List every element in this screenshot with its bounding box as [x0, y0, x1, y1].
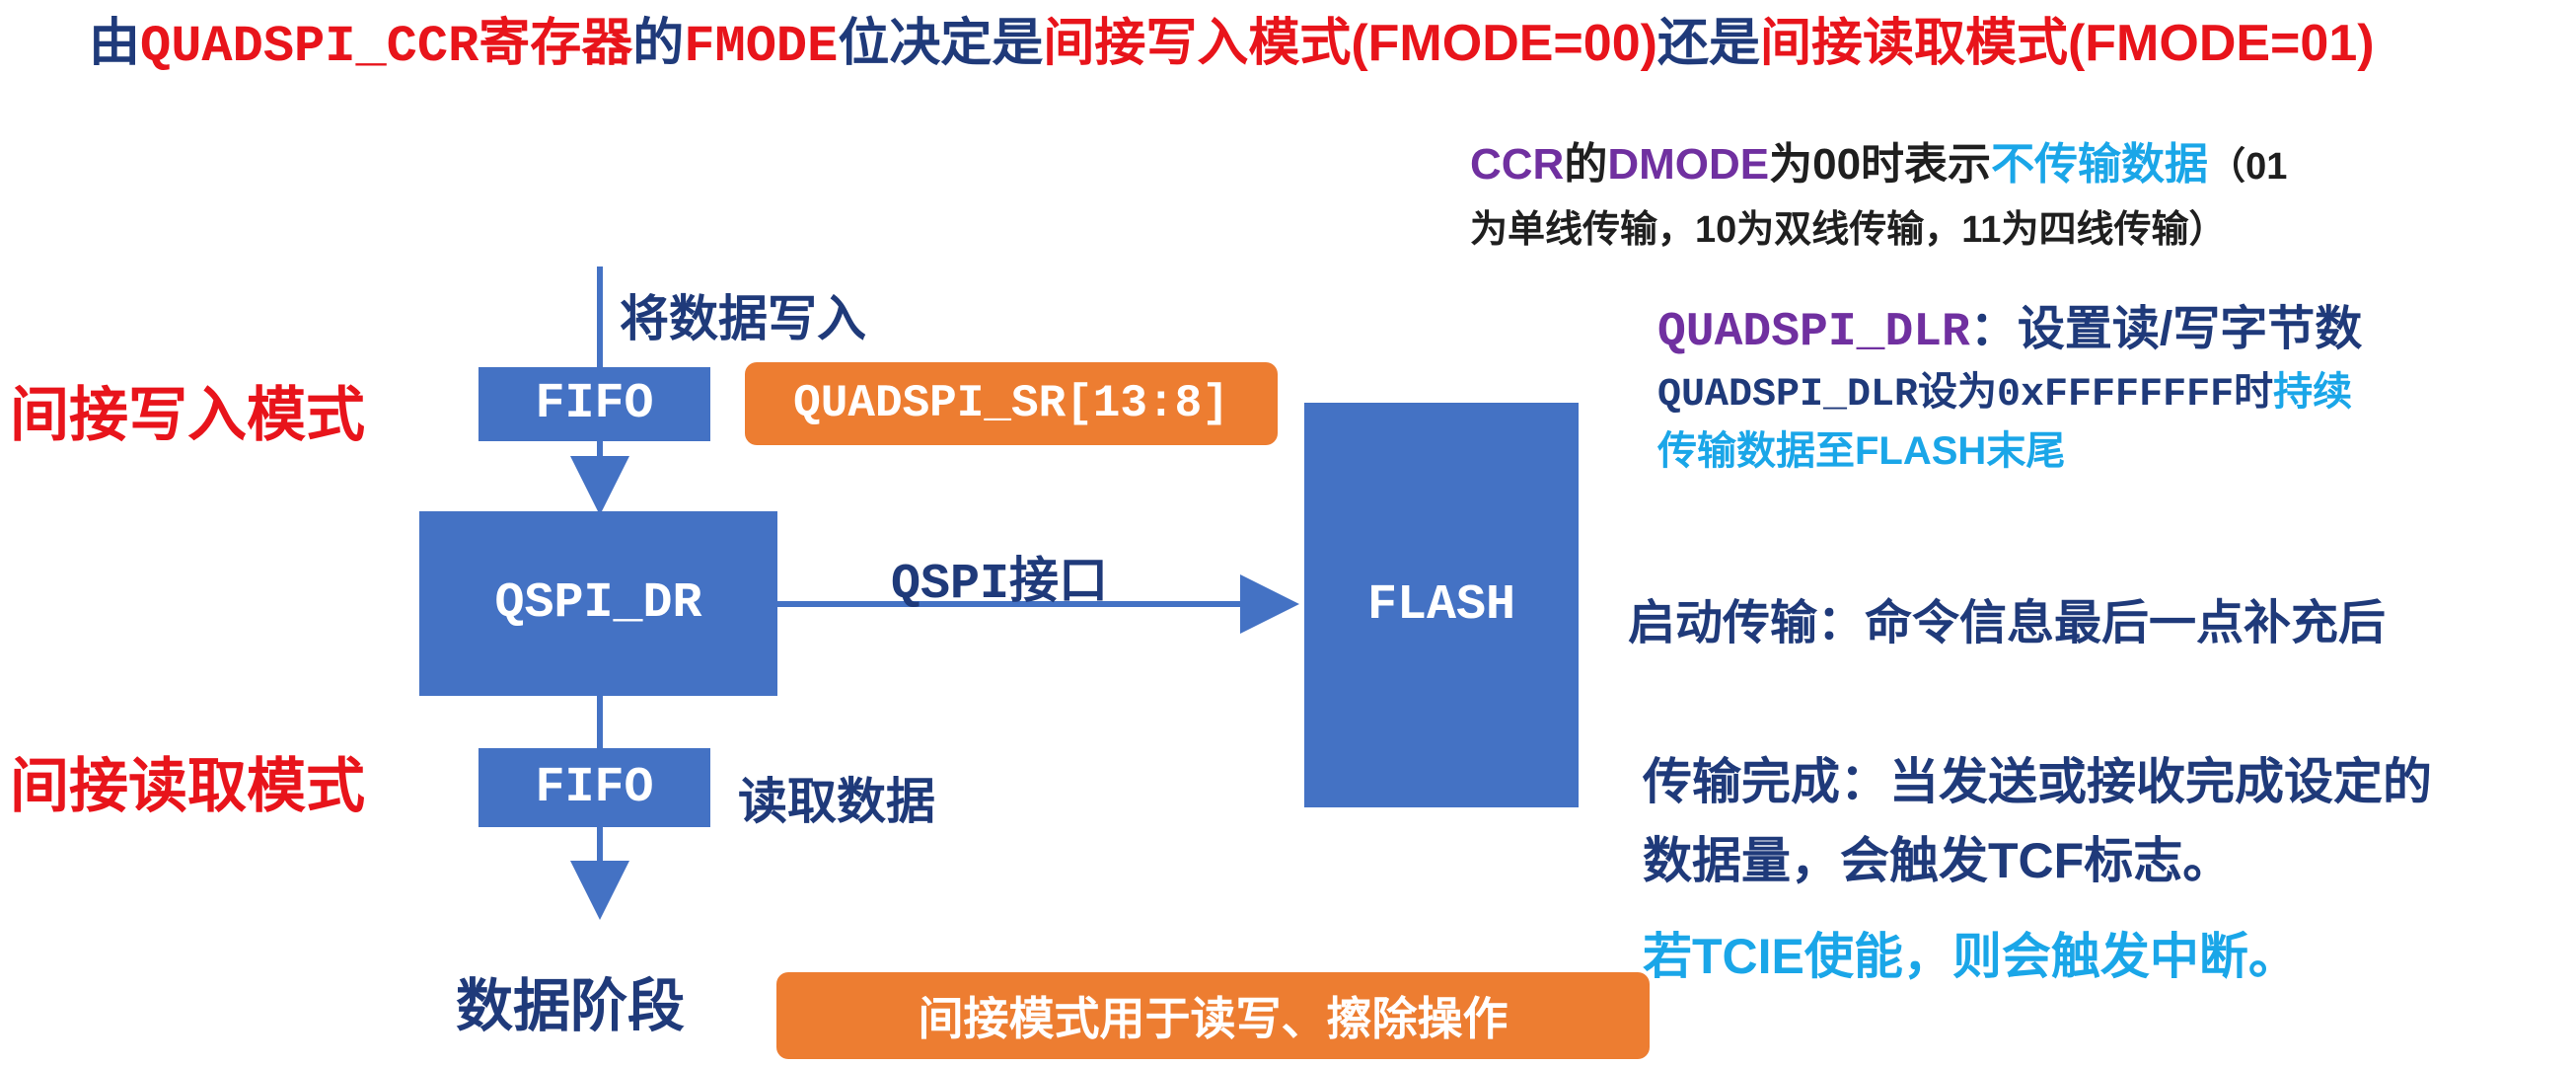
read-data-label: 读取数据 — [738, 774, 935, 829]
start-transfer-note: 启动传输：命令信息最后一点补充后 — [1628, 597, 2387, 649]
tcie-note: 若TCIE使能，则会触发中断。 — [1643, 929, 2298, 984]
data-register-box: QSPI_DR — [419, 511, 777, 696]
dmode-line2: 为单线传输，10为双线传输，11为四线传输） — [1470, 209, 2227, 251]
dmode-text: 的 — [1564, 140, 1608, 189]
dlr-note: QUADSPI_DLR：设置读/写字节数 QUADSPI_DLR设为0xFFFF… — [1657, 298, 2362, 479]
write-mode-label: 间接写入模式 — [10, 382, 365, 448]
dlr-continuous: 持续 — [2273, 370, 2353, 414]
complete-line2: 数据量，会触发TCF标志。 — [1643, 833, 2233, 888]
title-write-mode: 间接写入模式(FMODE=00) — [1043, 15, 1657, 72]
dmode-no-transfer: 不传输数据 — [1991, 140, 2209, 189]
title-read-mode: 间接读取模式(FMODE=01) — [1759, 15, 2375, 72]
dmode-field: DMODE — [1607, 140, 1770, 189]
title-fmode: FMODE — [684, 18, 839, 76]
title-part: 还是 — [1656, 15, 1760, 72]
dlr-line3: 传输数据至FLASH末尾 — [1657, 429, 2066, 473]
dmode-note: CCR的DMODE为00时表示不传输数据（01 为单线传输，10为双线传输，11… — [1470, 133, 2287, 262]
dlr-desc: ：设置读/写字节数 — [1969, 303, 2363, 355]
page-title: 由QUADSPI_CCR寄存器的FMODE位决定是间接写入模式(FMODE=00… — [89, 8, 2375, 83]
dmode-ccr: CCR — [1470, 140, 1565, 189]
title-part: 由 — [89, 15, 141, 72]
title-register: QUADSPI_CCR寄存器 — [140, 18, 633, 76]
fifo-read-box: FIFO — [478, 748, 710, 827]
transfer-complete-note: 传输完成：当发送或接收完成设定的 数据量，会触发TCF标志。 — [1643, 742, 2432, 900]
status-register-box: QUADSPI_SR[13:8] — [745, 362, 1278, 445]
flash-box: FLASH — [1304, 403, 1579, 807]
title-part: 的 — [632, 15, 685, 72]
fifo-write-box: FIFO — [478, 367, 710, 441]
data-phase-label: 数据阶段 — [456, 974, 686, 1038]
qspi-interface-label: QSPI接口 — [891, 557, 1109, 613]
complete-line1: 传输完成：当发送或接收完成设定的 — [1643, 754, 2432, 809]
dlr-line2: QUADSPI_DLR设为0xFFFFFFFF时 — [1657, 373, 2274, 418]
read-mode-label: 间接读取模式 — [10, 753, 365, 819]
indirect-mode-usage-box: 间接模式用于读写、擦除操作 — [776, 972, 1650, 1059]
dlr-register: QUADSPI_DLR — [1657, 306, 1970, 359]
write-data-label: 将数据写入 — [620, 291, 866, 346]
title-part: 位决定是 — [838, 15, 1044, 72]
dmode-text: （01 — [2208, 146, 2288, 188]
dmode-text: 为00时表示 — [1769, 140, 1992, 189]
